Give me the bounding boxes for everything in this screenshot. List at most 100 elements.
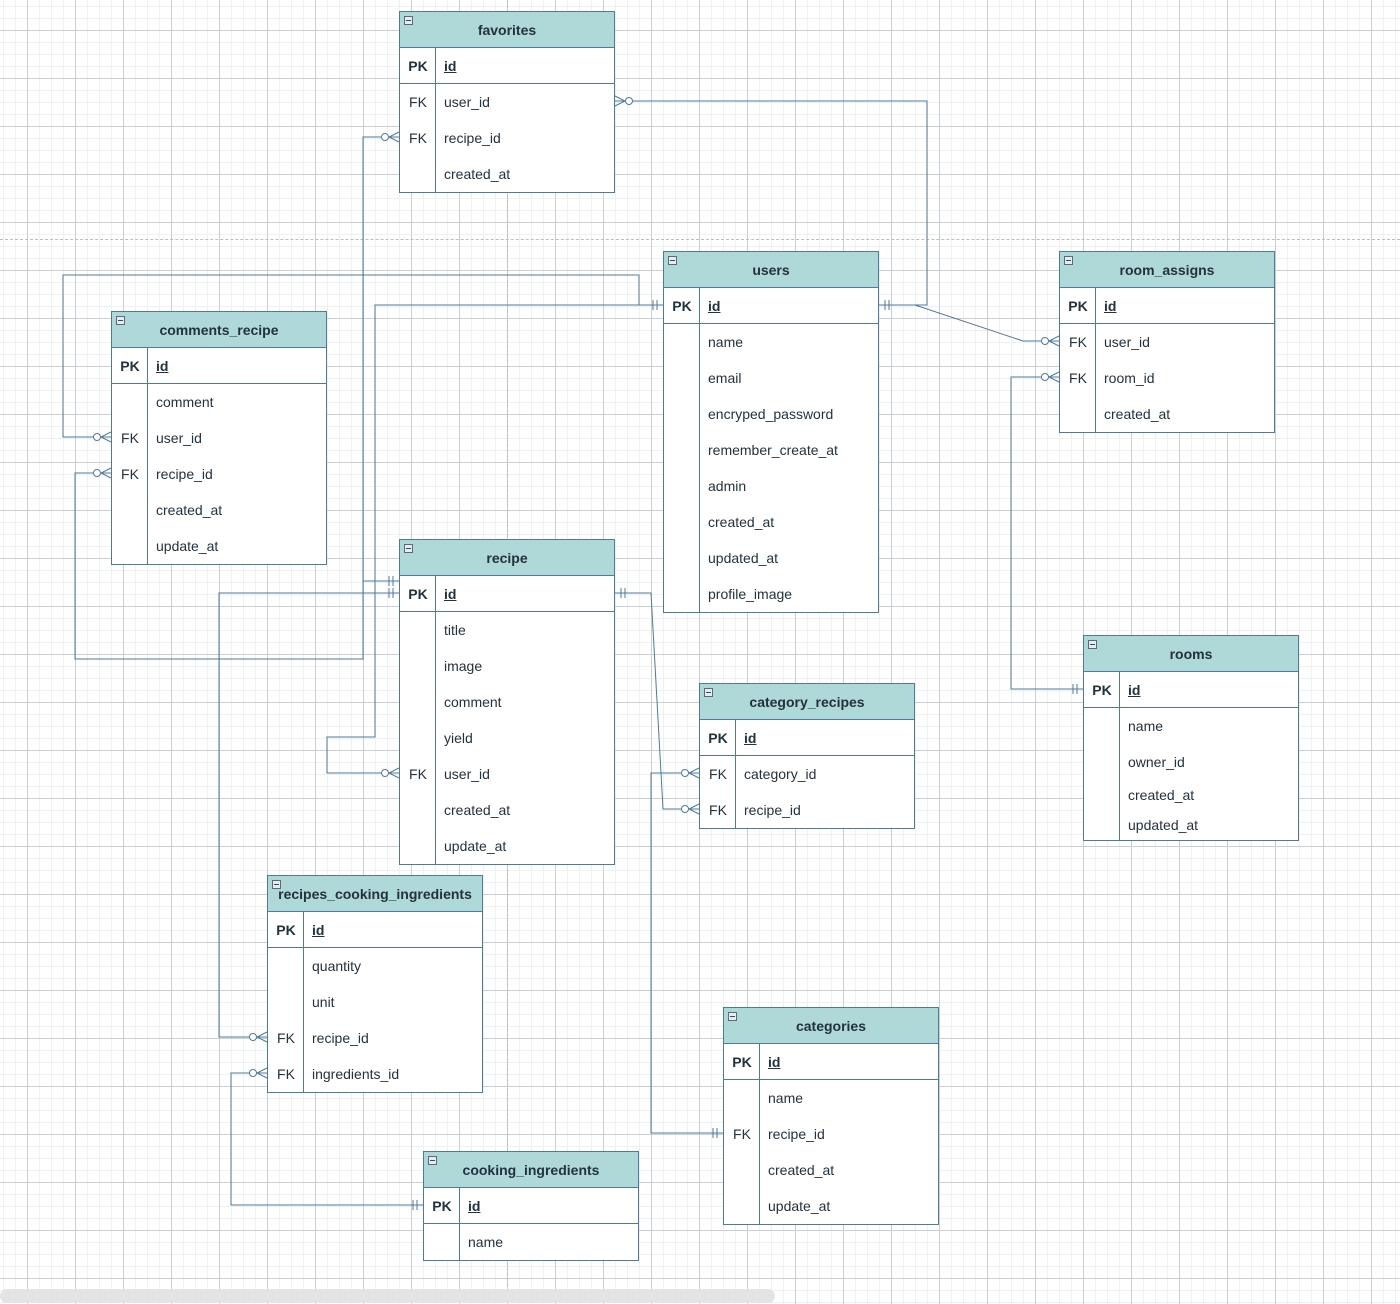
- collapse-icon[interactable]: [428, 1156, 437, 1165]
- table-row[interactable]: yield: [400, 720, 614, 756]
- horizontal-scrollbar[interactable]: [0, 1289, 775, 1303]
- relationship-line[interactable]: [326, 304, 663, 774]
- table-header[interactable]: cooking_ingredients: [424, 1152, 638, 1188]
- relationship-line[interactable]: [879, 304, 1059, 342]
- zero-marker-circle: [681, 769, 689, 777]
- table-row[interactable]: title: [400, 612, 614, 648]
- table-row[interactable]: name: [664, 324, 878, 360]
- collapse-icon[interactable]: [704, 688, 713, 697]
- table-row[interactable]: remember_create_at: [664, 432, 878, 468]
- collapse-icon[interactable]: [404, 544, 413, 553]
- relationship-line[interactable]: [1010, 376, 1083, 690]
- field-name: name: [708, 334, 744, 350]
- collapse-icon[interactable]: [1088, 640, 1097, 649]
- relationship-line[interactable]: [650, 772, 723, 1134]
- table-row[interactable]: quantity: [268, 948, 482, 984]
- collapse-icon[interactable]: [1064, 256, 1073, 265]
- table-header[interactable]: rooms: [1084, 636, 1298, 672]
- table-header[interactable]: recipes_cooking_ingredients: [268, 876, 482, 912]
- collapse-icon[interactable]: [668, 256, 677, 265]
- table-row[interactable]: created_at: [1060, 396, 1274, 432]
- table-row[interactable]: created_at: [400, 792, 614, 828]
- table-row[interactable]: owner_id: [1084, 744, 1298, 780]
- table-row[interactable]: update_at: [400, 828, 614, 864]
- table-row[interactable]: created_at: [400, 156, 614, 192]
- table-row[interactable]: created_at: [724, 1152, 938, 1188]
- field-name: category_id: [744, 766, 817, 782]
- table-row[interactable]: updated_at: [1084, 810, 1298, 840]
- collapse-icon[interactable]: [404, 16, 413, 25]
- table-row[interactable]: encryped_password: [664, 396, 878, 432]
- collapse-icon[interactable]: [728, 1012, 737, 1021]
- table-row[interactable]: update_at: [112, 528, 326, 564]
- table-header[interactable]: room_assigns: [1060, 252, 1274, 288]
- table-row[interactable]: updated_at: [664, 540, 878, 576]
- table-header[interactable]: users: [664, 252, 878, 288]
- relationship-line[interactable]: [218, 592, 399, 1038]
- table-row[interactable]: created_at: [112, 492, 326, 528]
- table-row[interactable]: comment: [112, 384, 326, 420]
- relationship-line[interactable]: [362, 136, 399, 582]
- table-title: categories: [795, 1018, 867, 1034]
- table-header[interactable]: comments_recipe: [112, 312, 326, 348]
- table-header[interactable]: categories: [724, 1008, 938, 1044]
- table-header[interactable]: category_recipes: [700, 684, 914, 720]
- table-row[interactable]: name: [1084, 708, 1298, 744]
- table-row[interactable]: unit: [268, 984, 482, 1020]
- field-name: name: [468, 1234, 504, 1250]
- table-row[interactable]: name: [424, 1224, 638, 1260]
- table-header[interactable]: recipe: [400, 540, 614, 576]
- field-name: created_at: [768, 1162, 835, 1178]
- table-row[interactable]: update_at: [724, 1188, 938, 1224]
- table-row[interactable]: profile_image: [664, 576, 878, 612]
- table-row[interactable]: name: [724, 1080, 938, 1116]
- field-name: id: [444, 58, 457, 74]
- zero-marker-circle: [93, 433, 101, 441]
- table-header[interactable]: favorites: [400, 12, 614, 48]
- field-name: email: [708, 370, 742, 386]
- table-row[interactable]: image: [400, 648, 614, 684]
- collapse-icon[interactable]: [272, 880, 281, 889]
- table-row[interactable]: email: [664, 360, 878, 396]
- table-row[interactable]: admin: [664, 468, 878, 504]
- collapse-icon[interactable]: [116, 316, 125, 325]
- table-row[interactable]: created_at: [664, 504, 878, 540]
- zero-marker-circle: [625, 97, 633, 105]
- table-row[interactable]: created_at: [1084, 780, 1298, 810]
- relationship-line[interactable]: [74, 472, 364, 660]
- table-row[interactable]: comment: [400, 684, 614, 720]
